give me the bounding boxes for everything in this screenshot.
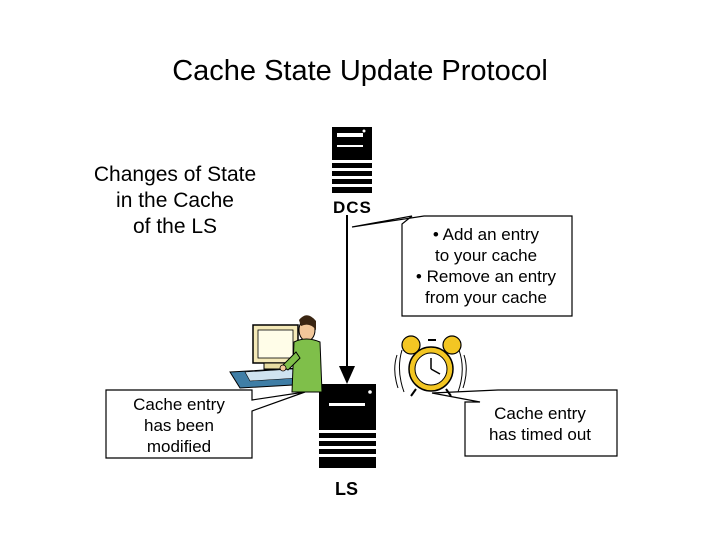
dcs-callout-line-4: from your cache [425, 288, 547, 307]
modified-line-3: modified [146, 437, 212, 456]
timeout-callout-text: Cache entry has timed out [464, 403, 616, 445]
changes-line-3: of the LS [132, 215, 218, 238]
ls-server-icon [319, 384, 376, 468]
dcs-callout-line-1: • Add an entry [432, 225, 540, 244]
modified-callout-text: Cache entry has been modified [106, 394, 252, 457]
dcs-server-icon [332, 127, 372, 193]
timeout-line-2: has timed out [488, 425, 592, 444]
alarm-clock-icon [394, 335, 467, 397]
changes-line-2: in the Cache [116, 189, 234, 212]
person-at-computer-icon [229, 315, 323, 393]
dcs-callout-line-2: to your cache [434, 246, 538, 265]
timeout-line-1: Cache entry [494, 404, 586, 423]
slide-title: Cache State Update Protocol [172, 55, 548, 87]
modified-callout-box [105, 389, 306, 459]
arrowhead-icon [339, 366, 355, 384]
changes-line-1: Changes of State [93, 163, 257, 186]
modified-line-1: Cache entry [133, 395, 225, 414]
timeout-callout-box [431, 389, 618, 457]
dcs-callout-box [351, 215, 573, 317]
dcs-callout-text: • Add an entry to your cache • Remove an… [402, 224, 570, 308]
modified-line-2: has been [144, 416, 214, 435]
ls-label: LS [335, 479, 359, 499]
dcs-label: DCS [333, 198, 372, 217]
changes-of-state-label: Changes of State in the Cache of the LS [60, 162, 290, 240]
dcs-callout-line-3: • Remove an entry [415, 267, 557, 286]
